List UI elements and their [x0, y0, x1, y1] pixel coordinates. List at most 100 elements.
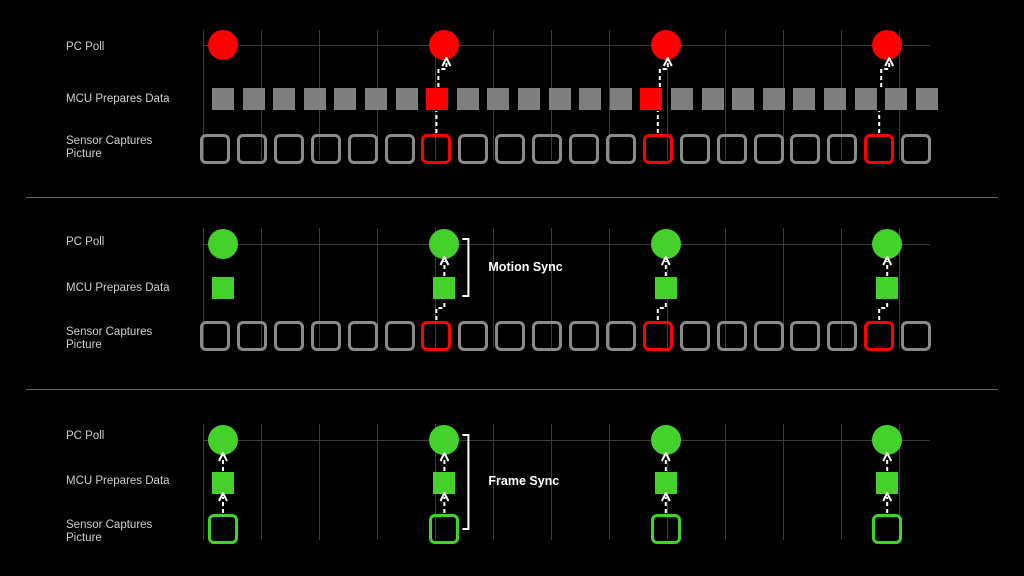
- mcu-block: [885, 88, 908, 110]
- mcu-block: [212, 277, 234, 299]
- pc-poll-dot: [208, 229, 238, 259]
- grid-line: [203, 244, 930, 245]
- mcu-block: [212, 472, 234, 494]
- sensor-frame: [458, 134, 489, 164]
- pc-poll-dot: [429, 30, 460, 60]
- grid-line: [609, 424, 610, 540]
- sync-bracket: [462, 238, 470, 297]
- mcu-block: [426, 88, 449, 110]
- pc-poll-dot: [872, 229, 903, 259]
- grid-line: [899, 228, 900, 348]
- grid-line: [725, 228, 726, 348]
- sensor-frame: [864, 134, 895, 164]
- sensor-frame: [532, 134, 563, 164]
- mcu-block: [303, 88, 326, 110]
- grid-line: [725, 424, 726, 540]
- grid-line: [609, 30, 610, 160]
- mcu-block: [915, 88, 938, 110]
- sensor-frame: [872, 514, 903, 544]
- grid-line: [551, 424, 552, 540]
- grid-line: [841, 424, 842, 540]
- sensor-frame: [790, 321, 821, 351]
- mcu-block: [640, 88, 663, 110]
- sensor-frame: [495, 134, 526, 164]
- sensor-frame: [650, 514, 681, 544]
- sensor-frame: [716, 134, 747, 164]
- sensor-frame: [901, 134, 932, 164]
- mcu-block: [579, 88, 602, 110]
- panel-divider: [26, 197, 998, 198]
- sensor-frame: [569, 321, 599, 351]
- grid-line: [203, 424, 204, 540]
- sensor-frame: [273, 321, 304, 351]
- row-label-mcu: MCU Prepares Data: [66, 474, 170, 487]
- sensor-frame: [605, 134, 636, 164]
- sensor-frame: [347, 321, 378, 351]
- row-label-mcu: MCU Prepares Data: [66, 281, 170, 294]
- sensor-frame: [384, 321, 415, 351]
- pc-poll-dot: [650, 425, 681, 455]
- row-label-pc-poll: PC Poll: [66, 429, 105, 442]
- grid-line: [725, 30, 726, 160]
- sensor-frame: [200, 321, 230, 351]
- grid-line: [783, 424, 784, 540]
- sensor-frame: [716, 321, 747, 351]
- sensor-frame: [200, 134, 230, 164]
- row-label-sensor: Sensor Captures Picture: [66, 135, 153, 160]
- mcu-block: [654, 277, 677, 299]
- sensor-frame: [236, 134, 267, 164]
- pc-poll-dot: [872, 425, 903, 455]
- sensor-frame: [827, 321, 858, 351]
- sensor-frame: [384, 134, 415, 164]
- row-label-sensor: Sensor Captures Picture: [66, 326, 153, 351]
- grid-line: [203, 440, 930, 441]
- mcu-block: [518, 88, 540, 110]
- sensor-frame: [208, 514, 238, 544]
- sensor-to-mcu-connector: [435, 302, 446, 320]
- grid-line: [261, 424, 262, 540]
- sensor-frame: [605, 321, 636, 351]
- sensor-frame: [458, 321, 489, 351]
- mcu-block: [433, 277, 456, 299]
- pc-poll-dot: [429, 425, 460, 455]
- mcu-block: [793, 88, 816, 110]
- grid-line: [203, 228, 204, 348]
- mcu-block: [824, 88, 846, 110]
- pc-poll-dot: [208, 30, 238, 60]
- sensor-frame: [310, 321, 341, 351]
- pc-poll-dot: [650, 229, 681, 259]
- sensor-frame: [532, 321, 563, 351]
- grid-line: [493, 424, 494, 540]
- sensor-frame: [310, 134, 341, 164]
- grid-line: [551, 228, 552, 348]
- sensor-frame: [642, 134, 673, 164]
- mcu-to-poll-connector: [658, 62, 668, 87]
- grid-line: [203, 45, 930, 46]
- mcu-block: [273, 88, 296, 110]
- sync-label: Frame Sync: [488, 474, 560, 488]
- mcu-block: [548, 88, 571, 110]
- grid-line: [319, 228, 320, 348]
- sensor-frame: [679, 321, 710, 351]
- mcu-to-poll-connector: [437, 62, 446, 87]
- mcu-block: [654, 472, 677, 494]
- pc-poll-dot: [872, 30, 903, 60]
- sensor-frame: [347, 134, 378, 164]
- pc-poll-dot: [429, 229, 460, 259]
- grid-line: [609, 228, 610, 348]
- grid-line: [493, 228, 494, 348]
- grid-line: [319, 424, 320, 540]
- mcu-block: [242, 88, 265, 110]
- grid-line: [899, 424, 900, 540]
- mcu-block: [212, 88, 234, 110]
- grid-line: [841, 228, 842, 348]
- mcu-block: [876, 472, 899, 494]
- pc-poll-dot: [208, 425, 238, 455]
- mcu-block: [433, 472, 456, 494]
- sensor-frame: [827, 134, 858, 164]
- grid-line: [377, 424, 378, 540]
- sensor-frame: [421, 321, 452, 351]
- sensor-frame: [236, 321, 267, 351]
- mcu-block: [487, 88, 510, 110]
